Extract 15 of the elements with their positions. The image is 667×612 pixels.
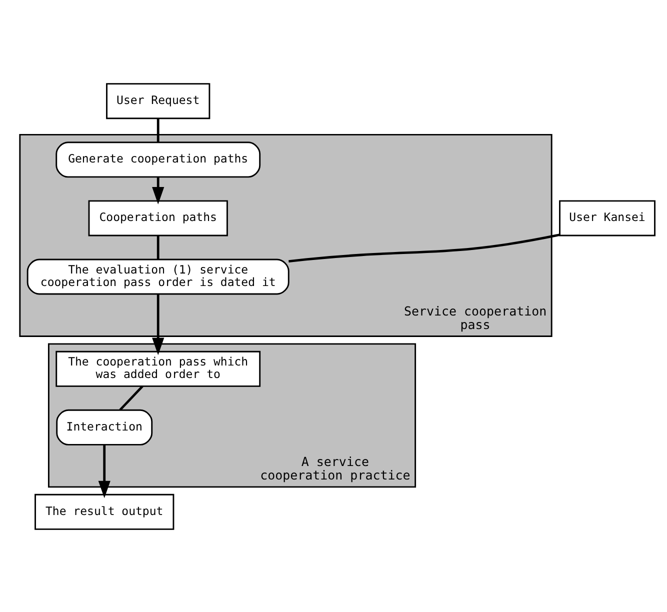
node-box: The evaluation (1) service cooperation pass order is dated it [26, 258, 290, 294]
node-box: User Request [106, 82, 210, 119]
arrow [98, 444, 110, 498]
node-box: The result output [34, 493, 174, 530]
connector [156, 118, 160, 142]
arrow [152, 294, 164, 355]
node-box: User Kansei [559, 200, 656, 236]
connector [156, 235, 160, 259]
node-box: Generate cooperation paths [56, 141, 261, 178]
node-box: Cooperation paths [88, 200, 228, 236]
arrow [152, 176, 164, 204]
node-box: Interaction [56, 408, 153, 445]
connector [288, 233, 560, 262]
node-box: The cooperation pass which was added order to [56, 350, 261, 386]
connector [119, 384, 144, 410]
